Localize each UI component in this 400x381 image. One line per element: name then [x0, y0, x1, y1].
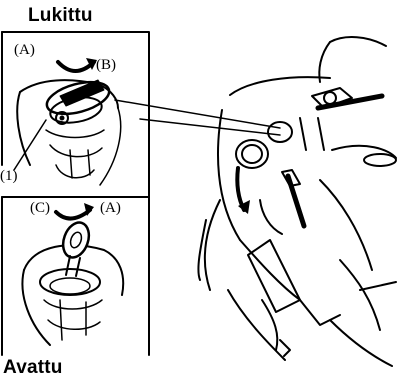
callout-1: (1) [0, 168, 18, 185]
callout-b: (B) [96, 57, 116, 74]
fuel-cap-icon [43, 76, 112, 126]
motorcycle-icon [198, 37, 396, 366]
ignition-key-icon [59, 219, 94, 276]
callout-a-bottom: (A) [100, 200, 121, 217]
callout-c: (C) [30, 200, 50, 217]
curved-arrow-icon [56, 203, 94, 219]
callout-a-top: (A) [14, 42, 35, 59]
unlocked-panel [2, 197, 149, 355]
curved-arrow-icon [58, 58, 97, 71]
